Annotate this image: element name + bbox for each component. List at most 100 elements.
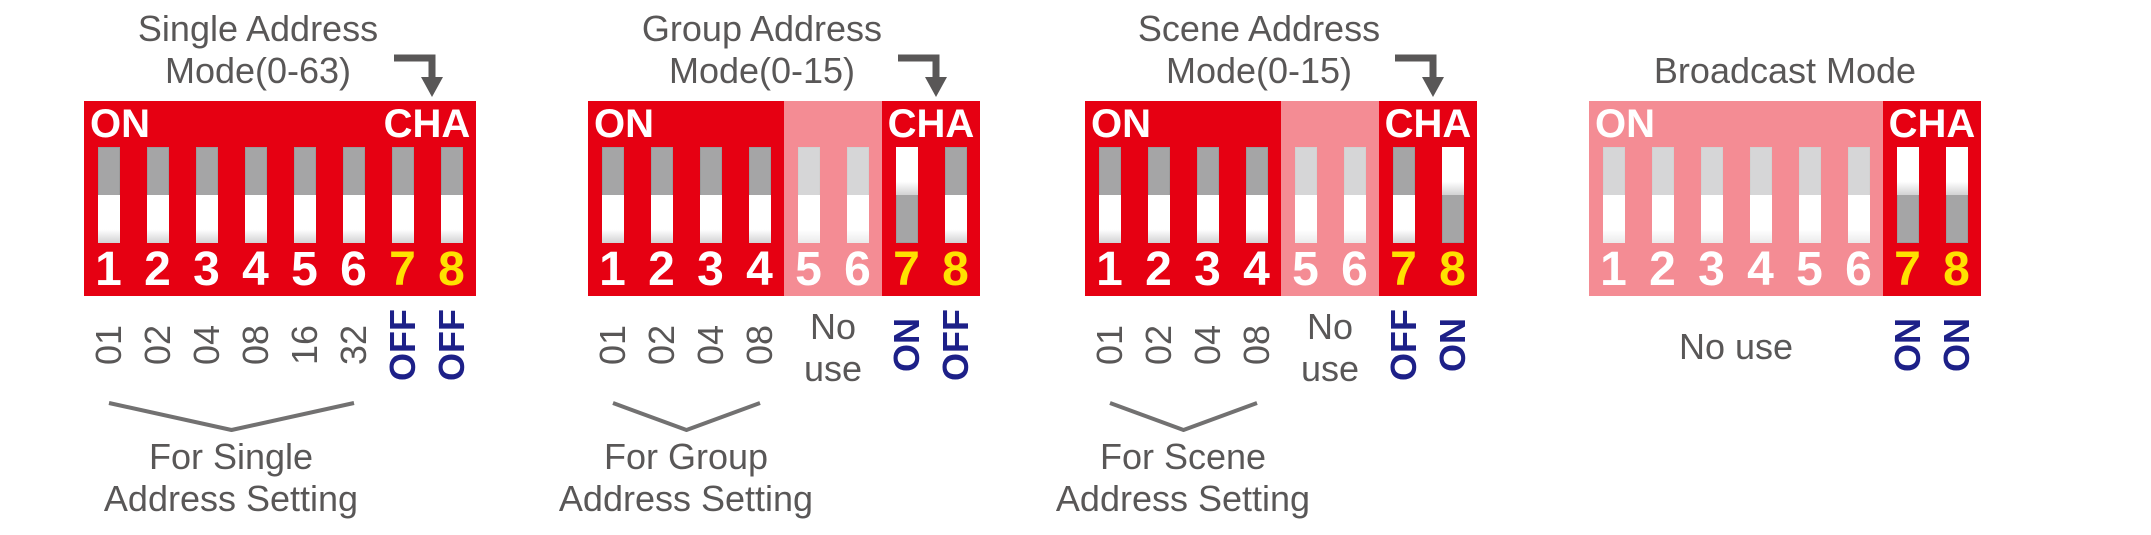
switch-number-8: 8: [1943, 243, 1970, 296]
switch-value-label-7: ON: [885, 318, 927, 372]
grouping-bracket-icon: [108, 401, 354, 432]
dip-switch-7: [1392, 147, 1415, 243]
dip-switch-1: [601, 147, 624, 243]
switch-handle-3: [195, 195, 218, 243]
dip-switch-4: [1245, 147, 1268, 243]
switch-handle-7: [1392, 195, 1415, 243]
no-use-label-line: No: [1306, 306, 1354, 347]
dip-switch-4: [748, 147, 771, 243]
down-arrow-icon: [394, 54, 443, 97]
switch-value-label-4: 08: [234, 324, 276, 366]
switch-number-4: 4: [242, 243, 269, 296]
cha-label: CHA: [383, 102, 471, 146]
switch-value-label-6: 32: [332, 324, 374, 366]
switch-number-1: 1: [1096, 243, 1123, 296]
switch-value-label-7: OFF: [1382, 309, 1424, 381]
switch-handle-7: [391, 195, 414, 243]
switch-number-8: 8: [438, 243, 465, 296]
dip-switch-2: [650, 147, 673, 243]
switch-number-3: 3: [193, 243, 220, 296]
switch-handle-8: [440, 195, 463, 243]
switch-value-label-2: 02: [640, 324, 682, 366]
switch-handle-8: [1945, 147, 1968, 195]
cha-label: CHA: [1384, 102, 1472, 146]
switch-number-8: 8: [1439, 243, 1466, 296]
bracket-caption-line: For Single: [148, 436, 314, 477]
down-arrow-icon: [1395, 54, 1444, 97]
panel-title-line: Group Address: [641, 8, 883, 49]
switch-value-label-7: ON: [1886, 318, 1928, 372]
panel-title-line: Mode(0-15): [1165, 50, 1353, 91]
switch-value-label-1: 01: [591, 324, 633, 366]
panel-title: Broadcast Mode: [1589, 4, 1981, 92]
switch-handle-2: [1147, 195, 1170, 243]
dip-switch-8: [1441, 147, 1464, 243]
on-label: ON: [1091, 102, 1151, 146]
down-arrow-icon: [898, 54, 947, 97]
no-use-label-line: use: [1300, 348, 1360, 389]
panel-title-line: Mode(0-63): [164, 50, 352, 91]
switch-number-6: 6: [340, 243, 367, 296]
switch-value-label-8: OFF: [934, 309, 976, 381]
switch-value-label-1: 01: [1088, 324, 1130, 366]
switch-number-3: 3: [697, 243, 724, 296]
grouping-bracket-icon: [611, 401, 761, 432]
bracket-caption-line: Address Setting: [558, 478, 814, 519]
no-use-overlay: [784, 101, 882, 296]
dip-switch-6: [342, 147, 365, 243]
panel-title-line: Scene Address: [1137, 8, 1381, 49]
switch-handle-3: [1196, 195, 1219, 243]
no-use-overlay: [1589, 101, 1883, 296]
switch-number-7: 7: [1894, 243, 1921, 296]
on-label: ON: [1595, 102, 1655, 146]
switch-handle-8: [1441, 147, 1464, 195]
dip-switch-3: [195, 147, 218, 243]
bracket-caption-line: For Scene: [1099, 436, 1267, 477]
switch-number-7: 7: [1390, 243, 1417, 296]
dip-switch-2: [1147, 147, 1170, 243]
switch-handle-1: [1098, 195, 1121, 243]
switch-handle-2: [650, 195, 673, 243]
dip-switch-2: [146, 147, 169, 243]
switch-handle-1: [97, 195, 120, 243]
switch-value-label-4: 08: [738, 324, 780, 366]
switch-value-label-1: 01: [87, 324, 129, 366]
dip-switch-7: [1896, 147, 1919, 243]
switch-number-7: 7: [893, 243, 920, 296]
switch-handle-1: [601, 195, 624, 243]
no-use-label: No use: [1679, 326, 1793, 368]
switch-handle-7: [895, 147, 918, 195]
panel-title-line: Single Address: [137, 8, 379, 49]
switch-number-1: 1: [95, 243, 122, 296]
switch-handle-5: [293, 195, 316, 243]
switch-number-3: 3: [1194, 243, 1221, 296]
switch-value-label-8: OFF: [430, 309, 472, 381]
switch-number-4: 4: [746, 243, 773, 296]
switch-value-label-2: 02: [1137, 324, 1179, 366]
switch-handle-6: [342, 195, 365, 243]
switch-value-label-4: 08: [1235, 324, 1277, 366]
switch-value-label-7: OFF: [381, 309, 423, 381]
dip-switch-7: [895, 147, 918, 243]
dip-switch-7: [391, 147, 414, 243]
panel-title-line: Mode(0-15): [668, 50, 856, 91]
switch-number-2: 2: [144, 243, 171, 296]
switch-number-8: 8: [942, 243, 969, 296]
switch-value-label-2: 02: [136, 324, 178, 366]
